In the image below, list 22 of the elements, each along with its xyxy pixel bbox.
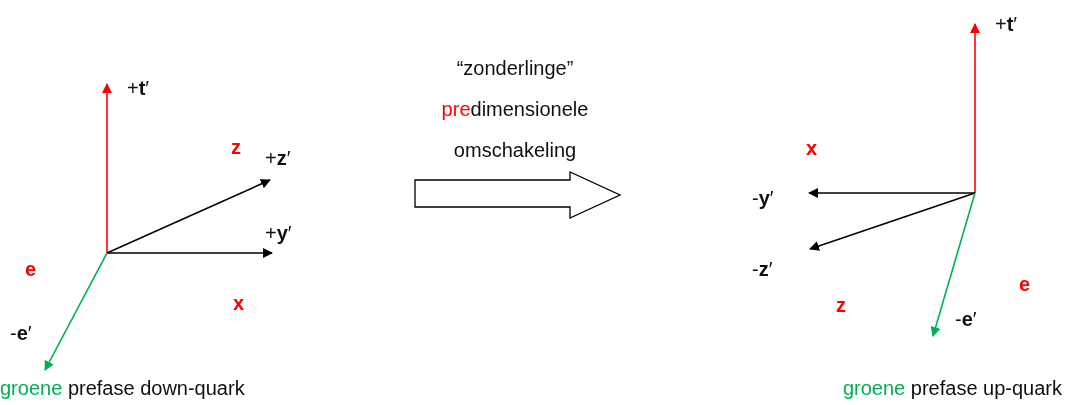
- axis-label: +z′: [265, 146, 291, 170]
- transition-prefix: pre: [441, 97, 471, 121]
- axis-label: -z′: [752, 257, 773, 281]
- axis-label: z: [231, 135, 241, 159]
- axis-label: x: [233, 291, 245, 315]
- caption-word: groene: [842, 376, 906, 400]
- axis-label: +t′: [127, 76, 150, 100]
- axis-label: +t′: [995, 12, 1018, 36]
- caption: prefase down-quark: [67, 376, 245, 400]
- axis-label: z: [836, 293, 846, 317]
- transition-text: “zonderlinge”: [456, 56, 574, 80]
- axis-label: -e′: [10, 321, 32, 345]
- axis-label: +y′: [265, 221, 292, 245]
- caption-word: groene: [0, 376, 63, 400]
- axis-label: e: [1019, 272, 1031, 296]
- axis-label: -y′: [752, 186, 774, 210]
- caption: prefase up-quark: [910, 376, 1062, 400]
- axis-label: e: [25, 257, 37, 281]
- transition-text: omschakeling: [453, 138, 577, 162]
- transition-text: dimensionele: [470, 97, 589, 121]
- axis-label: x: [806, 136, 818, 160]
- axis-label: -e′: [955, 307, 977, 331]
